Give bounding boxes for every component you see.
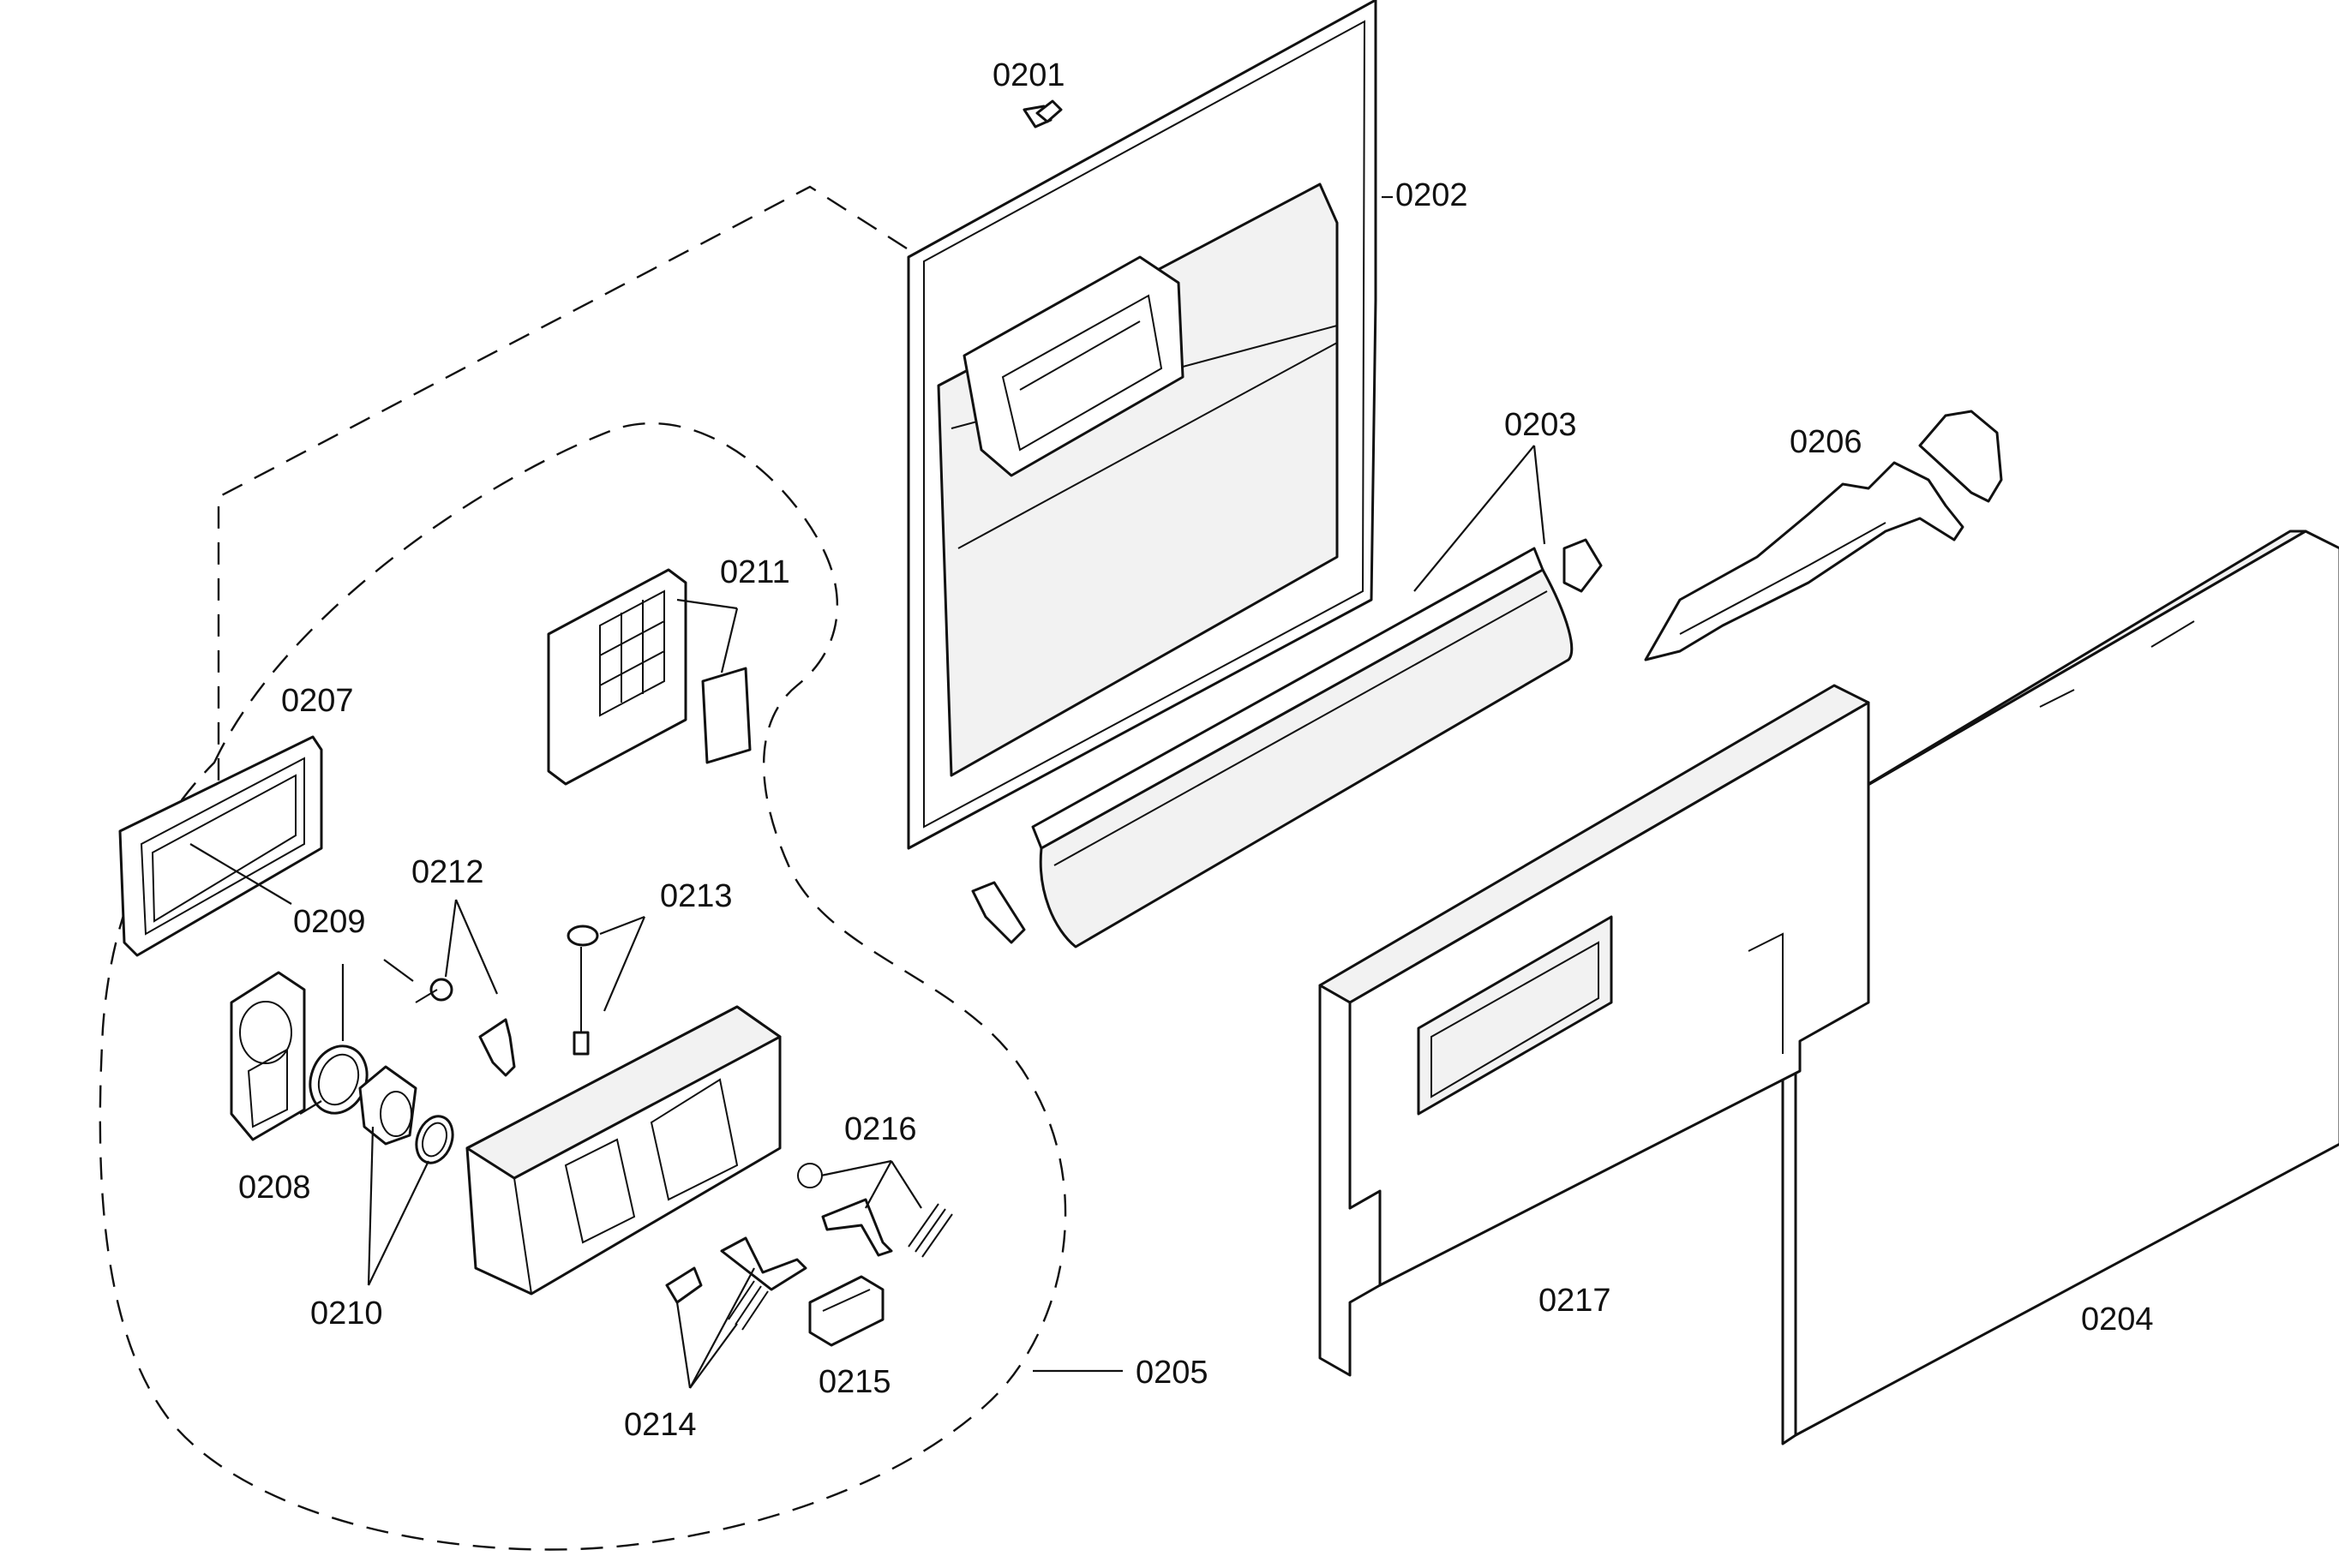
label-0212: 0212 [411,854,484,890]
label-0206: 0206 [1790,424,1862,460]
label-0203: 0203 [1504,407,1577,443]
housing-0205[interactable] [465,1005,782,1296]
projection-line [217,185,908,823]
label-0208: 0208 [238,1170,311,1206]
leader-0216-b [865,1160,892,1209]
leader-0216-a [820,1159,892,1177]
leader-0203-b [1532,445,1546,545]
pin-0213[interactable] [567,925,599,1056]
spring-lever-0214[interactable] [665,1236,807,1331]
leader-0212-a [444,899,458,978]
ring-0209[interactable] [301,1038,376,1121]
leader-0214-b [689,1323,738,1389]
leader-0211-b [720,607,739,673]
leader-0213-a [599,915,645,936]
label-0214: 0214 [624,1407,697,1443]
leader-0209-c [383,959,414,982]
spring-0212[interactable] [415,978,516,1077]
label-0204: 0204 [2081,1302,2154,1338]
leader-0214-a [675,1302,692,1389]
cylinder-0210[interactable] [358,1065,459,1168]
label-0207: 0207 [281,683,354,719]
leader-0216-c [891,1160,922,1209]
leader-0213-b [603,916,646,1012]
actuator-0216[interactable] [797,1163,953,1258]
assembly-0205-outline [99,422,1067,1551]
leader-0209 [189,843,292,905]
label-0213: 0213 [660,878,733,914]
leader-0203-a [1413,445,1535,592]
hinge-bracket-0206[interactable] [1644,410,2003,661]
label-0210: 0210 [310,1296,383,1332]
inner-door-0202[interactable] [907,0,1377,850]
label-0201: 0201 [993,57,1065,93]
label-0216: 0216 [844,1111,917,1147]
screw-0201[interactable] [1023,99,1063,129]
switch-0215[interactable] [808,1275,885,1347]
label-0202: 0202 [1395,177,1468,213]
label-0215: 0215 [819,1364,891,1400]
leader-0210-a [367,1126,375,1286]
leader-0214-c [689,1267,755,1389]
middle-panel-0217[interactable] [1318,684,1870,1377]
leader-0210-b [368,1160,429,1286]
leader-0208 [299,1100,322,1115]
leader-0211-a [676,598,738,610]
label-0205: 0205 [1136,1355,1208,1391]
leader-0212-b [454,899,499,995]
label-0217: 0217 [1538,1283,1611,1319]
grille-0211[interactable] [547,568,752,786]
strip-0203[interactable] [971,538,1603,949]
frame-0207[interactable] [118,735,323,957]
label-0211: 0211 [720,554,790,590]
label-0209: 0209 [293,904,366,940]
cover-0208[interactable] [230,971,306,1141]
